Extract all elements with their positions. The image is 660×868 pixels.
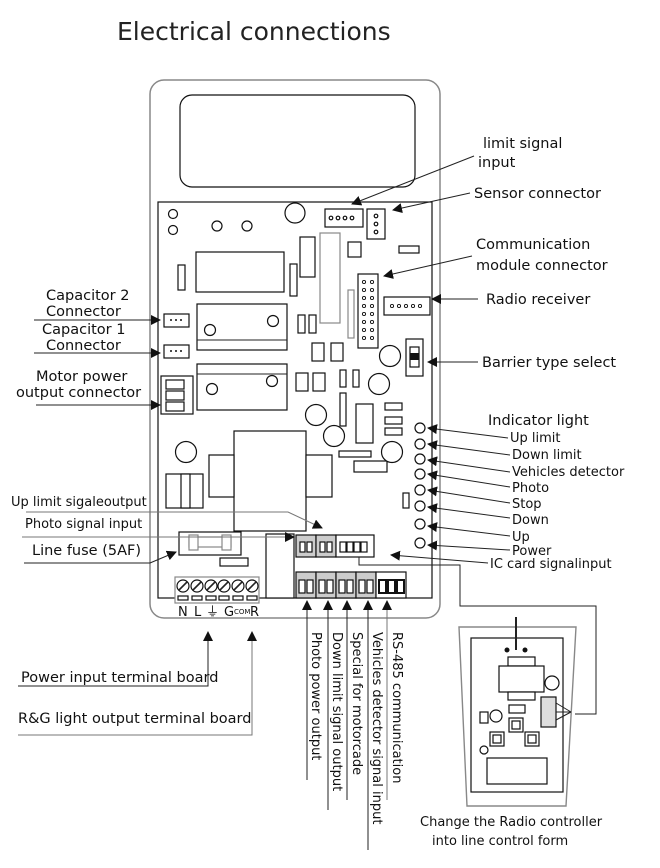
right-labels: limit signal input Sensor connector Comm… — [351, 136, 616, 371]
svg-text:Power: Power — [512, 544, 552, 559]
label-motor-power: Motor power — [36, 369, 127, 385]
svg-text:output connector: output connector — [16, 385, 141, 401]
vertical-labels: Photo power output Down limit signal out… — [302, 600, 404, 850]
label-photo-power-output: Photo power output — [308, 632, 323, 760]
communication-module-connector — [357, 273, 379, 349]
svg-text:⏚: ⏚ — [206, 605, 219, 620]
radio-caption: Change the Radio controller — [420, 815, 603, 830]
svg-text:Down limit: Down limit — [512, 448, 582, 463]
svg-text:COM: COM — [234, 608, 250, 616]
svg-text:module connector: module connector — [476, 258, 608, 274]
indicator-leds — [414, 422, 426, 549]
indicator-labels: Indicator light Up limit Down limit Vehi… — [390, 413, 625, 572]
bottom-left-labels: Power input terminal board R&G light out… — [18, 631, 257, 736]
label-limit-signal-input: limit signal — [483, 136, 562, 152]
svg-text:into line control form: into line control form — [432, 834, 568, 849]
power-terminal-strip — [174, 576, 260, 604]
svg-text:N: N — [178, 605, 188, 620]
svg-text:Stop: Stop — [512, 497, 542, 512]
svg-text:G: G — [224, 605, 234, 620]
svg-text:input: input — [478, 155, 516, 171]
label-sensor-connector: Sensor connector — [474, 186, 601, 202]
label-communication-module: Communication — [476, 237, 590, 253]
label-ic-card: IC card signalinput — [490, 557, 612, 572]
label-barrier-type-select: Barrier type select — [482, 355, 616, 371]
diagram-title: Electrical connections — [117, 17, 391, 46]
label-capacitor-2: Capacitor 2 — [46, 288, 129, 304]
label-power-input: Power input terminal board — [21, 670, 218, 686]
label-motorcade: Special for motorcade — [349, 632, 364, 775]
label-vehicles-detector-input: Vehicles detector signal input — [369, 632, 384, 824]
board-components — [160, 202, 431, 604]
svg-text:Vehicles detector: Vehicles detector — [512, 465, 625, 480]
label-radio-receiver: Radio receiver — [486, 292, 590, 308]
svg-text:Connector: Connector — [46, 304, 121, 320]
label-photo-signal-input: Photo signal input — [25, 517, 142, 532]
label-rg-light: R&G light output terminal board — [18, 711, 251, 727]
svg-text:Up: Up — [512, 530, 530, 545]
radio-controller: Change the Radio controller into line co… — [420, 617, 603, 849]
display-window — [179, 94, 416, 188]
label-rs485: RS-485 communication — [389, 632, 404, 783]
terminal-markings: N L ⏚ G COM R — [178, 605, 259, 620]
svg-text:Connector: Connector — [46, 338, 121, 354]
label-down-limit-output: Down limit signal output — [329, 632, 344, 791]
svg-text:R: R — [250, 605, 259, 620]
svg-text:L: L — [194, 605, 202, 620]
svg-text:Up limit: Up limit — [510, 431, 561, 446]
indicator-heading: Indicator light — [488, 413, 589, 429]
svg-text:Photo: Photo — [512, 481, 549, 496]
radio-receiver-connector — [383, 296, 431, 316]
label-capacitor-1: Capacitor 1 — [42, 322, 125, 338]
label-line-fuse: Line fuse (5AF) — [32, 543, 141, 559]
svg-text:Down: Down — [512, 513, 549, 528]
label-up-limit-output: Up limit sigaleoutput — [11, 495, 147, 510]
left-labels: Capacitor 2 Connector Capacitor 1 Connec… — [11, 288, 323, 564]
